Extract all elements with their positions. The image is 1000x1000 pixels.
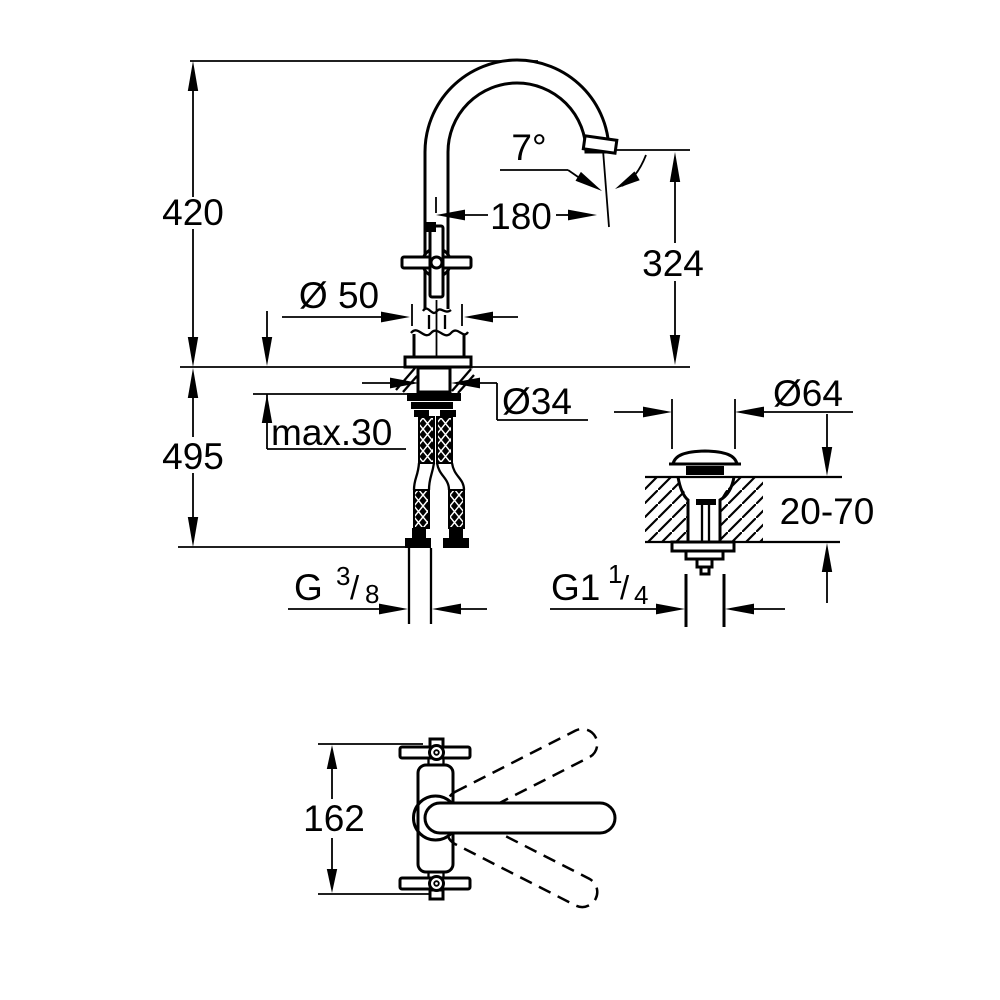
dimension-g38: G 3 / 8	[288, 561, 487, 615]
label-total-height: 420	[162, 192, 224, 233]
hose-braid-lower-left	[413, 489, 430, 529]
dimension-7deg: 7°	[500, 127, 647, 228]
waste-funnel-left	[676, 476, 690, 542]
label-supply-thread-num: 3	[336, 561, 350, 591]
dimension-162: 162	[303, 745, 365, 893]
counter-hatching	[395, 367, 475, 394]
hose-end-neck-right	[449, 528, 463, 538]
label-body-diameter: Ø 50	[299, 275, 379, 316]
top-view-spout	[423, 801, 617, 835]
label-supply-thread-slash: /	[350, 569, 360, 606]
mounting-nut	[411, 402, 453, 409]
dimension-495: 495	[162, 368, 224, 547]
label-waste-thread-num: 1	[608, 559, 622, 589]
hose-braid-upper-left	[418, 416, 435, 464]
waste-valve-seat	[696, 499, 716, 505]
waste-plug-dome	[671, 449, 739, 466]
hose-end-nut-left	[405, 538, 431, 548]
label-swivel-height: 162	[303, 798, 365, 839]
label-outlet-angle: 7°	[511, 127, 546, 168]
mounting-shank	[416, 366, 452, 394]
dimension-dia34: Ø34	[362, 377, 588, 422]
supply-hoses	[405, 416, 469, 624]
label-below-counter: 495	[162, 436, 224, 477]
dimension-max30: max.30	[261, 311, 406, 453]
base-plate	[403, 355, 473, 369]
label-waste-thread: G1	[551, 567, 600, 608]
faucet-front-view	[395, 58, 619, 624]
hose-end-neck-left	[412, 528, 426, 538]
dimension-324: 324	[608, 149, 704, 365]
mounting-washer	[407, 393, 461, 401]
dimension-g114: G1 1 / 4	[550, 559, 785, 615]
dimension-20-70: 20-70	[780, 414, 875, 603]
hose-connector-right	[440, 410, 456, 417]
dimension-180: 180	[435, 196, 597, 237]
label-outlet-height: 324	[642, 243, 704, 284]
waste-rod-tip	[699, 565, 711, 576]
top-view: 162	[303, 727, 617, 909]
hose-braid-lower-right	[448, 489, 465, 529]
label-supply-thread: G	[294, 567, 323, 608]
label-waste-thread-slash: /	[620, 569, 630, 606]
label-shank-diameter: Ø34	[502, 381, 572, 422]
spout-outlet	[581, 134, 619, 155]
dimension-dia50: Ø 50	[282, 275, 518, 326]
waste-funnel-right	[718, 476, 736, 542]
dimension-420: 420	[162, 61, 224, 367]
counter-hatch-right	[720, 477, 763, 542]
label-waste-flange: Ø64	[773, 373, 843, 414]
break-line-lower	[410, 329, 469, 337]
counter-hatch-left	[645, 477, 688, 542]
label-spout-reach: 180	[490, 196, 552, 237]
hose-braid-upper-right	[436, 416, 453, 464]
hose-end-nut-right	[443, 538, 469, 548]
handle-screw	[429, 255, 444, 270]
dimension-dia64: Ø64	[614, 373, 853, 449]
waste-seal-ring	[686, 466, 724, 475]
label-waste-thread-den: 4	[634, 580, 648, 610]
label-supply-thread-den: 8	[365, 579, 379, 609]
front-view-dimensions: 420 495 max.30 Ø 50	[162, 60, 704, 615]
cross-handle	[400, 222, 473, 299]
label-max-depth: max.30	[271, 412, 392, 453]
top-view-handle-upper	[398, 737, 472, 765]
waste-detail-view: Ø64 20-70 G1 1 / 4	[550, 373, 874, 627]
top-view-handle-lower	[398, 872, 472, 901]
label-counter-range: 20-70	[780, 491, 875, 532]
handle-index	[426, 222, 436, 232]
hose-connector-left	[414, 410, 429, 417]
